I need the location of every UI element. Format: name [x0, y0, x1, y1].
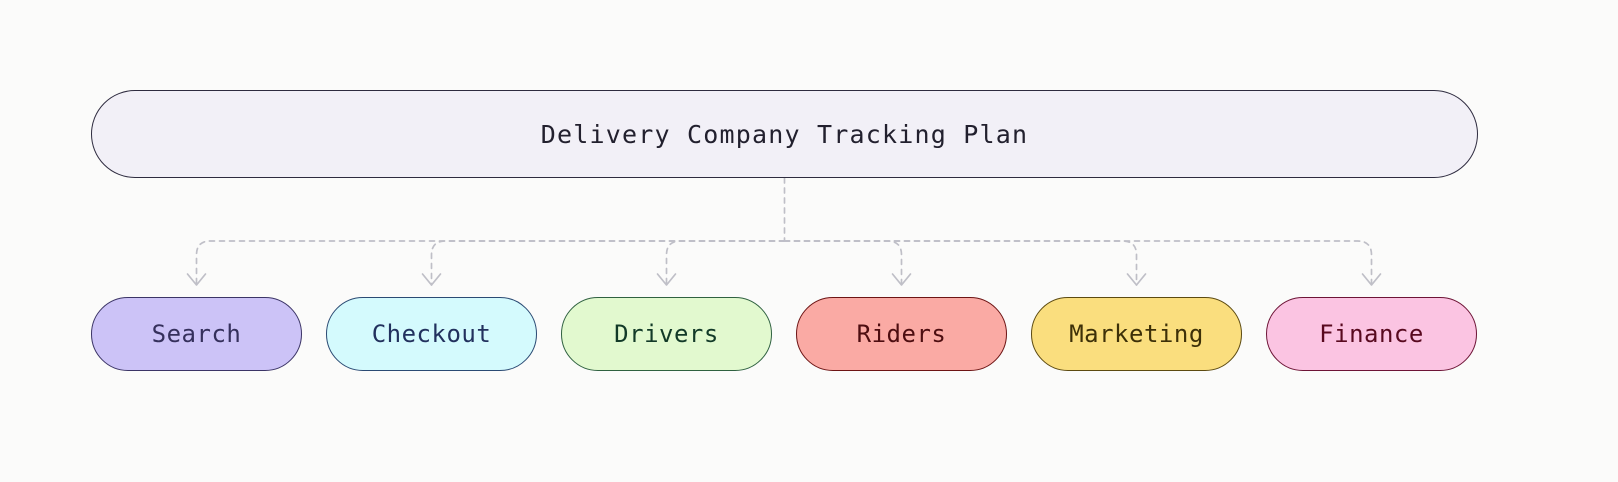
arrowhead-icon [1126, 273, 1147, 286]
node-child-label: Finance [1319, 320, 1424, 348]
node-child-label: Search [151, 320, 242, 348]
arrowhead-icon [1361, 273, 1382, 286]
node-child-search[interactable]: Search [91, 297, 302, 371]
connector-line [783, 240, 1373, 286]
node-child-drivers[interactable]: Drivers [561, 297, 772, 371]
connector-line [783, 240, 1138, 286]
node-root-label: Delivery Company Tracking Plan [540, 119, 1029, 149]
node-child-label: Drivers [614, 320, 719, 348]
node-child-checkout[interactable]: Checkout [326, 297, 537, 371]
node-child-riders[interactable]: Riders [796, 297, 1007, 371]
connector-line [783, 240, 903, 286]
node-child-label: Checkout [371, 320, 492, 348]
node-child-marketing[interactable]: Marketing [1031, 297, 1242, 371]
arrowhead-icon [186, 273, 207, 286]
arrowhead-icon [421, 273, 442, 286]
connector-line [430, 240, 786, 286]
node-child-label: Riders [856, 320, 947, 348]
connector-line [665, 240, 786, 286]
node-child-label: Marketing [1069, 320, 1204, 348]
connector-line [195, 240, 786, 286]
arrowhead-icon [891, 273, 912, 286]
node-root[interactable]: Delivery Company Tracking Plan [91, 90, 1478, 178]
arrowhead-icon [656, 273, 677, 286]
node-child-finance[interactable]: Finance [1266, 297, 1477, 371]
